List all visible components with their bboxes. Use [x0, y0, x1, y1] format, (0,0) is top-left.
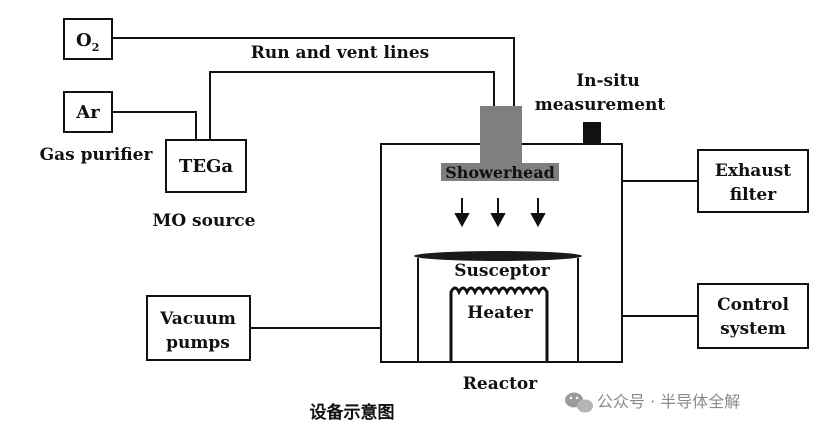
- caption: 设备示意图: [310, 402, 395, 423]
- susceptor-disk: [414, 251, 582, 261]
- vacuum-label-line1: Vacuum: [159, 309, 236, 329]
- susceptor-label: Susceptor: [454, 261, 550, 281]
- exhaust-filter-box: [697, 149, 809, 213]
- showerhead-plate: [441, 163, 559, 181]
- watermark-text: 公众号 · 半导体全解: [597, 392, 740, 411]
- reactor-label: Reactor: [463, 374, 539, 394]
- o2-box: [63, 18, 113, 60]
- vacuum-label-line2: pumps: [166, 333, 230, 353]
- o2-line: [112, 37, 515, 108]
- mo-source-label: MO source: [153, 211, 256, 231]
- connection-lines: [112, 37, 698, 329]
- run-vent-line: [209, 71, 495, 140]
- control-system-box: [697, 283, 809, 349]
- run-vent-label: Run and vent lines: [251, 43, 429, 63]
- watermark: 公众号 · 半导体全解: [565, 392, 740, 413]
- heater-coil: [449, 286, 549, 362]
- insitu-label-line2: measurement: [535, 95, 666, 115]
- flow-arrows: [454, 198, 546, 228]
- ar-box: [63, 91, 113, 133]
- tega-label: TEGa: [179, 156, 233, 177]
- showerhead-stem: [480, 106, 522, 166]
- gas-purifier-label: Gas purifier: [40, 145, 154, 165]
- ar-label: Ar: [75, 102, 100, 123]
- tega-box: [165, 139, 247, 193]
- heater-label: Heater: [467, 303, 534, 323]
- control-label-line2: system: [720, 319, 786, 339]
- control-label-line1: Control: [717, 295, 789, 315]
- vacuum-pumps-box: [146, 295, 251, 361]
- showerhead-label: Showerhead: [445, 163, 555, 182]
- exhaust-label-line1: Exhaust: [715, 161, 791, 181]
- exhaust-label-line2: filter: [730, 185, 777, 205]
- ar-line: [112, 111, 197, 140]
- insitu-sensor: [583, 122, 601, 144]
- o2-label: O2: [76, 30, 99, 54]
- insitu-label-line1: In-situ: [576, 71, 640, 91]
- wechat-icon: [565, 392, 593, 413]
